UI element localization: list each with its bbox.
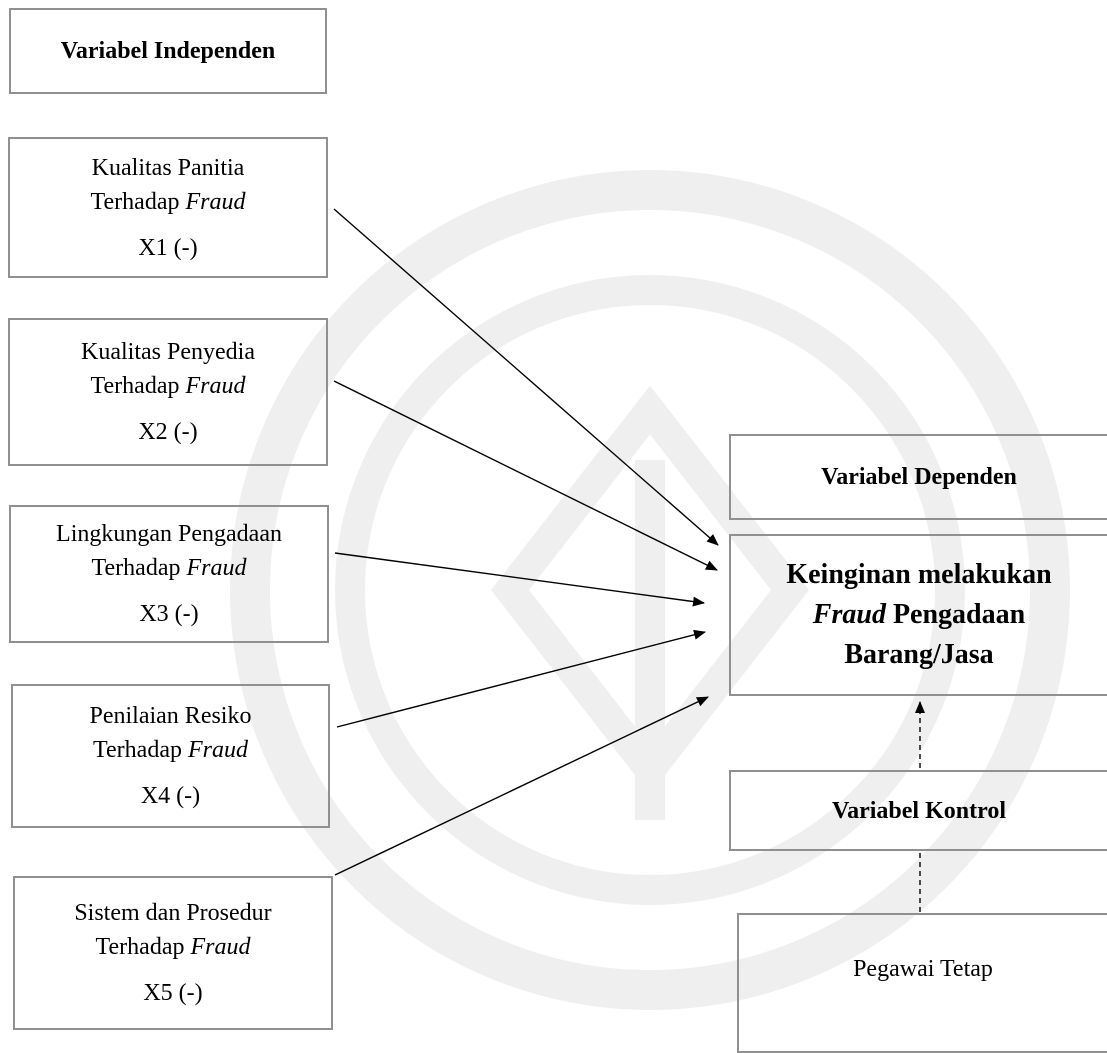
control-header-box: Variabel Kontrol [729, 770, 1107, 851]
arrow-x2-to-dependent [333, 380, 718, 571]
variable-x5-box: Sistem dan Prosedur Terhadap Fraud X5 (-… [13, 876, 333, 1030]
dependent-line-2: Fraud Pengadaan [812, 599, 1026, 630]
variable-x2-target: Terhadap Fraud [90, 373, 246, 399]
variable-x3-name: Lingkungan Pengadaan [56, 521, 282, 547]
variable-x5-code: X5 (-) [143, 980, 203, 1006]
variable-x4-name: Penilaian Resiko [89, 703, 252, 729]
independent-header-box: Variabel Independen [9, 8, 327, 94]
variable-x5-target: Terhadap Fraud [95, 934, 251, 960]
dependent-header-label: Variabel Dependen [821, 464, 1017, 490]
arrow-x1-to-dependent [333, 208, 719, 546]
variable-x5-name: Sistem dan Prosedur [74, 900, 272, 926]
arrow-x3-to-dependent [334, 552, 705, 607]
independent-header-label: Variabel Independen [60, 38, 276, 64]
dependent-line-3: Barang/Jasa [844, 639, 994, 670]
variable-x2-box: Kualitas Penyedia Terhadap Fraud X2 (-) [8, 318, 328, 466]
control-variable-box: Pegawai Tetap [737, 913, 1107, 1053]
variable-x4-box: Penilaian Resiko Terhadap Fraud X4 (-) [11, 684, 330, 828]
arrow-x4-to-dependent [336, 629, 706, 728]
variable-x1-target: Terhadap Fraud [90, 188, 246, 215]
variable-x3-box: Lingkungan Pengadaan Terhadap Fraud X3 (… [9, 505, 329, 643]
variable-x4-target: Terhadap Fraud [93, 737, 248, 763]
dependent-header-box: Variabel Dependen [729, 434, 1107, 520]
variable-x1-name: Kualitas Panitia [91, 154, 245, 181]
variable-x3-target: Terhadap Fraud [91, 555, 247, 581]
dependent-line-1: Keinginan melakukan [786, 559, 1052, 590]
control-variable-label: Pegawai Tetap [853, 956, 993, 982]
variable-x2-code: X2 (-) [138, 419, 198, 445]
dependent-variable-box: Keinginan melakukan Fraud Pengadaan Bara… [729, 534, 1107, 696]
variable-x3-code: X3 (-) [139, 601, 199, 627]
variable-x1-code: X1 (-) [138, 234, 198, 261]
arrow-x5-to-dependent [334, 696, 709, 876]
variable-x2-name: Kualitas Penyedia [81, 339, 255, 365]
variable-x4-code: X4 (-) [140, 783, 201, 809]
variable-x1-box: Kualitas Panitia Terhadap Fraud X1 (-) [8, 137, 328, 278]
control-header-label: Variabel Kontrol [831, 797, 1006, 824]
